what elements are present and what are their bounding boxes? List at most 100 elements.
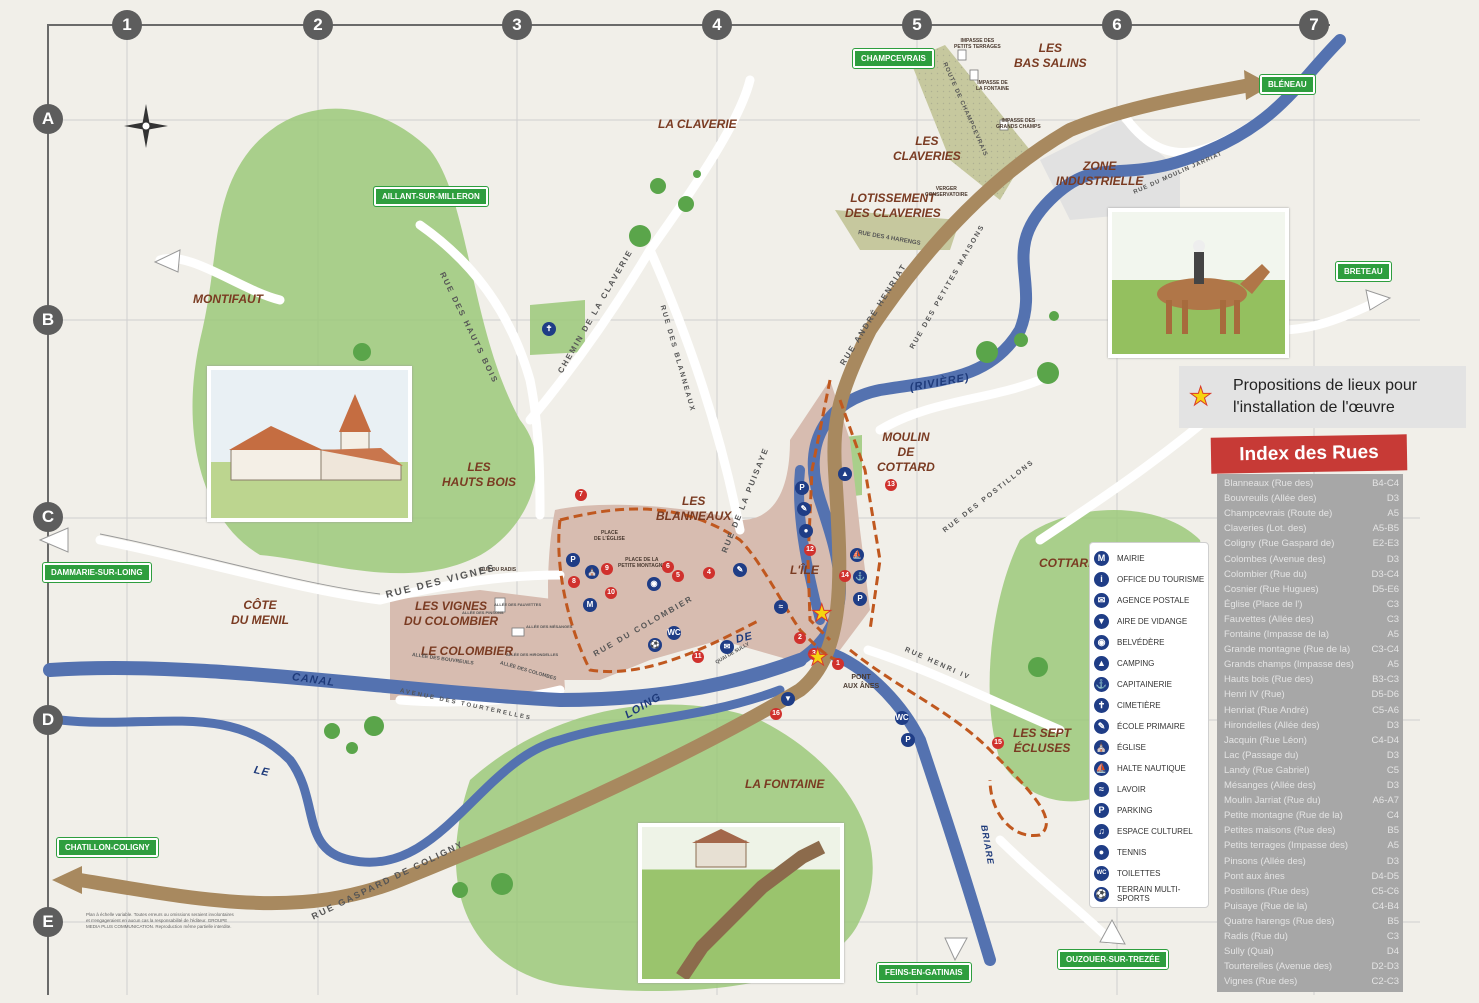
index-street-name: Champcevrais (Route de)	[1224, 508, 1333, 520]
locks-photo	[638, 823, 844, 983]
tourism-office-icon: i	[1094, 571, 1109, 587]
destination-champcevrais: CHAMPCEVRAIS	[852, 48, 935, 69]
legend-row: ♫ESPACE CULTUREL	[1094, 822, 1193, 840]
legend-label: AGENCE POSTALE	[1117, 595, 1190, 605]
legend-row: ⛪ÉGLISE	[1094, 738, 1146, 756]
place-les-vignes-du-colombier: LES VIGNES DU COLOMBIER	[404, 599, 498, 628]
legend-label: CAPITAINERIE	[1117, 679, 1172, 689]
proposal-callout: ★ Propositions de lieux pour l'installat…	[1179, 366, 1466, 428]
index-street-name: Bouvreuils (Allée des)	[1224, 493, 1317, 505]
road-allee-des-mesanges: ALLÉE DES MÉSANGES	[526, 624, 573, 629]
lotissement-areas	[835, 45, 1030, 250]
destination-breteau: BRETEAU	[1335, 261, 1392, 282]
index-row: Hirondelles (Allée des)D3	[1224, 720, 1399, 731]
legend-row: ▼AIRE DE VIDANGE	[1094, 612, 1187, 630]
church-photo	[207, 366, 412, 522]
school-icon: ✎	[1094, 718, 1109, 734]
index-grid-ref: D2-D3	[1371, 961, 1399, 973]
grid-row-d: D	[33, 705, 63, 735]
place-lotissement-des-claveries: LOTISSEMENT DES CLAVERIES	[845, 191, 941, 220]
map-camping-icon: ▲	[838, 467, 852, 481]
index-grid-ref: A5	[1387, 508, 1399, 520]
legend-row: ✉AGENCE POSTALE	[1094, 591, 1189, 609]
index-grid-ref: A5	[1387, 840, 1399, 852]
legend-row: ✝CIMETIÈRE	[1094, 696, 1161, 714]
church-icon: ⛪	[1094, 739, 1109, 755]
index-row: Colombes (Avenue des)D3	[1224, 554, 1399, 565]
town-area	[390, 380, 870, 700]
index-street-name: Pont aux ânes	[1224, 870, 1285, 882]
grid-column-2: 2	[303, 10, 333, 40]
trees	[324, 170, 1059, 898]
index-row: Blanneaux (Rue des)B4-C4	[1224, 478, 1399, 489]
route-marker: 10	[605, 587, 617, 599]
cemetery-icon: ✝	[1094, 697, 1109, 713]
index-row: Fauvettes (Allée des)C3	[1224, 614, 1399, 625]
legend-label: OFFICE DU TOURISME	[1117, 574, 1205, 584]
map-post-office-icon: ✉	[720, 640, 734, 654]
index-grid-ref: E2-E3	[1372, 538, 1399, 550]
harbour-master-icon: ⚓	[1094, 676, 1109, 692]
index-row: Radis (Rue du)C3	[1224, 931, 1399, 942]
index-street-name: Petite montagne (Rue de la)	[1224, 810, 1343, 822]
map-multisport-icon: ⚽	[648, 638, 662, 652]
road-impasse-fontaine: IMPASSE DE LA FONTAINE	[976, 80, 1010, 92]
index-row: Colombier (Rue du)D3-C4	[1224, 569, 1399, 580]
index-street-name: Petites maisons (Rue des)	[1224, 825, 1336, 837]
place-moulin-de-cottard: MOULIN DE COTTARD	[877, 430, 935, 474]
white-road-arrows	[38, 249, 1392, 962]
proposal-star-icon[interactable]: ★	[807, 644, 829, 671]
grid-row-b: B	[33, 305, 63, 335]
place-cottard: COTTARD	[1039, 556, 1097, 570]
map-dump-station-icon: ▼	[781, 692, 795, 706]
map-wash-house-icon: ≈	[774, 600, 788, 614]
index-street-name: Henriat (Rue André)	[1224, 704, 1309, 716]
index-row: Puisaye (Rue de la)C4-B4	[1224, 901, 1399, 912]
legend-label: MAIRIE	[1117, 553, 1145, 563]
multisport-icon: ⚽	[1094, 886, 1109, 902]
index-row: Quatre harengs (Rue des)B5	[1224, 916, 1399, 927]
index-grid-ref: C4	[1386, 810, 1399, 822]
index-grid-ref: D3-C4	[1371, 568, 1399, 580]
legend-row: ◉BELVÉDÈRE	[1094, 633, 1164, 651]
index-row: Henriat (Rue André)C5-A6	[1224, 705, 1399, 716]
index-grid-ref: C2-C3	[1371, 976, 1399, 988]
place-montifaut: MONTIFAUT	[193, 292, 263, 306]
map-school-icon-2: ✎	[733, 563, 747, 577]
legend-row: ⚓ CAPITAINERIE	[1094, 675, 1172, 693]
road-impasse-petits-terrages: IMPASSE DES PETITS TERRAGES	[954, 38, 1001, 50]
route-marker: 8	[568, 576, 580, 588]
grid-column-3: 3	[502, 10, 532, 40]
index-grid-ref: A5	[1387, 659, 1399, 671]
destination-ouzouer-sur-trezee: OUZOUER-SUR-TREZÉE	[1057, 949, 1169, 970]
place-les-bas-salins: LES BAS SALINS	[1014, 41, 1087, 70]
index-street-name: Mésanges (Allée des)	[1224, 780, 1316, 791]
grid-column-6: 6	[1102, 10, 1132, 40]
index-street-name: Henri IV (Rue)	[1224, 689, 1285, 701]
route-marker: 7	[575, 489, 587, 501]
index-grid-ref: A5-B5	[1372, 523, 1399, 535]
index-street-name: Coligny (Rue Gaspard de)	[1224, 538, 1335, 550]
index-grid-ref: D3	[1386, 780, 1399, 791]
index-grid-ref: C3	[1386, 613, 1399, 625]
legend-label: ESPACE CULTUREL	[1117, 826, 1193, 836]
secondary-road-edges	[99, 533, 381, 595]
map-church-icon: ⛪	[585, 565, 599, 579]
index-street-name: Postillons (Rue des)	[1224, 885, 1310, 897]
index-grid-ref: A6-A7	[1372, 795, 1399, 807]
legend-label: TERRAIN MULTI-SPORTS	[1117, 885, 1181, 903]
place-les-hauts-bois: LES HAUTS BOIS	[442, 460, 517, 489]
parking-icon: P	[1094, 802, 1109, 818]
map-viewpoint-icon: ◉	[647, 577, 661, 591]
place-rue-du-radis: RUE DU RADIS	[480, 567, 517, 573]
index-grid-ref: C4-B4	[1372, 900, 1399, 912]
index-row: Postillons (Rue des)C5-C6	[1224, 886, 1399, 897]
camping-icon: ▲	[1094, 655, 1109, 671]
map-toilets-icon-2: WC	[895, 711, 909, 725]
proposal-star-icon[interactable]: ★	[811, 600, 833, 627]
index-street-name: Sully (Quai)	[1224, 946, 1274, 958]
